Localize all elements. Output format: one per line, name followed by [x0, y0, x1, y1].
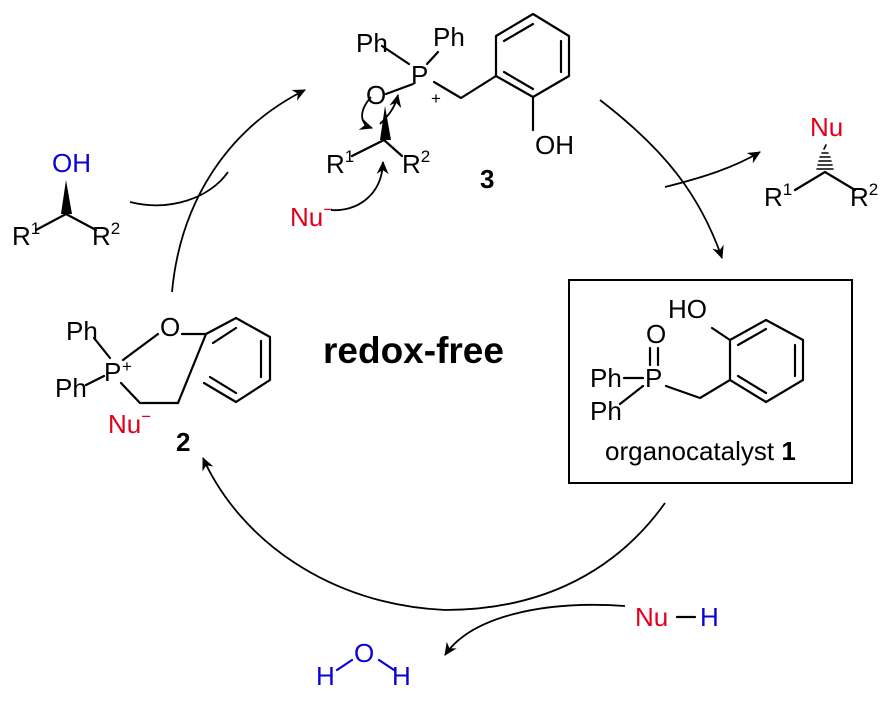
- catalyst-caption: organocatalyst 1: [605, 436, 796, 466]
- phosphorus-label: P: [645, 363, 662, 393]
- ph-label: Ph: [433, 22, 465, 52]
- organocatalyst-1: HO O P Ph Ph organocatalyst 1: [568, 279, 853, 484]
- catalyst-box: [568, 279, 853, 484]
- cation-charge: +: [431, 89, 441, 108]
- nucleophile-label: Nu−: [108, 407, 151, 439]
- water-byproduct: H O H: [316, 638, 411, 691]
- intermediate-3: Ph Ph P + O OH R1 R2 3 Nu−: [290, 12, 574, 232]
- oxygen-label: O: [646, 319, 666, 349]
- nucleophile-label: Nu: [810, 112, 843, 142]
- oxygen-label: O: [366, 80, 386, 110]
- cycle-arrows: [129, 89, 761, 656]
- ph-label: Ph: [590, 396, 622, 426]
- hydrogen-label: H: [316, 661, 335, 691]
- ph-label: Ph: [55, 373, 87, 403]
- hydroxyl-label: OH: [535, 130, 574, 160]
- compound-number-3: 3: [480, 164, 494, 194]
- oxygen-label: O: [160, 312, 180, 342]
- hydrogen-label: H: [700, 602, 719, 632]
- bonds: [330, 12, 571, 211]
- phosphorus-label: P: [104, 357, 121, 387]
- ph-label: Ph: [590, 363, 622, 393]
- cycle-title: redox-free: [323, 330, 504, 371]
- ph-label: Ph: [66, 316, 98, 346]
- r2-label: R2: [850, 180, 878, 212]
- substitution-product: Nu R1 R2: [764, 112, 878, 212]
- substrate-alcohol: OH R1 R2: [12, 148, 120, 251]
- r1-label: R1: [764, 180, 792, 212]
- nucleophile-label: Nu: [635, 602, 668, 632]
- cation-charge: +: [122, 357, 132, 376]
- phosphorus-label: P: [411, 60, 428, 90]
- oxygen-label: O: [354, 638, 374, 668]
- compound-number-2: 2: [176, 427, 190, 457]
- r2-label: R2: [92, 219, 120, 251]
- ph-label: Ph: [356, 28, 388, 58]
- hydroxyl-label: HO: [668, 294, 707, 324]
- hydroxyl-label: OH: [52, 148, 91, 178]
- r1-label: R1: [326, 147, 354, 179]
- intermediate-2: Ph Ph P + O Nu− 2: [55, 312, 272, 457]
- nucleophile-label: Nu−: [290, 200, 333, 232]
- r2-label: R2: [402, 147, 430, 179]
- hydrogen-label: H: [392, 661, 411, 691]
- r1-label: R1: [12, 219, 40, 251]
- reagent-nu-h: Nu H: [635, 602, 719, 632]
